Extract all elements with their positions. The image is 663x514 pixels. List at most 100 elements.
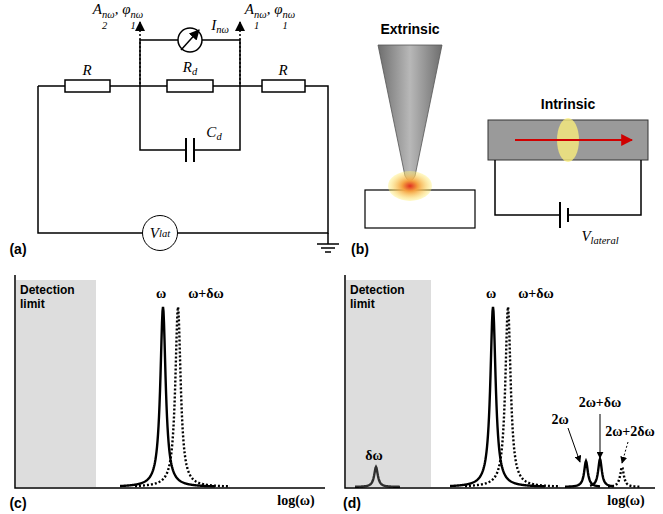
component-label: R xyxy=(82,62,91,78)
peak-label: ω+δω xyxy=(188,286,224,301)
mechanism-title: Intrinsic xyxy=(541,96,595,112)
mechanism-title: Extrinsic xyxy=(380,21,439,37)
panel-label: (d) xyxy=(343,495,361,511)
current-label: Inω xyxy=(211,18,229,36)
component-label: R xyxy=(278,62,287,78)
panel-label: (b) xyxy=(351,242,369,256)
probe-tip xyxy=(378,45,442,181)
signal-label: A xyxy=(245,1,254,17)
axis xyxy=(15,275,325,488)
signal-label: , φ xyxy=(115,1,131,17)
detection-band: Detection limit xyxy=(346,280,431,487)
circuit xyxy=(38,22,339,252)
component-label: R xyxy=(278,63,287,78)
wire xyxy=(495,160,641,215)
subscript: 2 xyxy=(102,20,115,31)
source-circle: Vlat xyxy=(142,215,178,251)
panel-label: (a) xyxy=(9,241,26,257)
axis-label: log(ω) xyxy=(277,493,314,508)
wire xyxy=(38,40,328,233)
superscript: nω xyxy=(130,9,143,20)
ammeter-arrow xyxy=(181,30,199,50)
subscript: lateral xyxy=(591,235,619,246)
peak-label: ω+δω xyxy=(518,286,554,301)
superscript: nω xyxy=(102,9,115,20)
detection-band: Detection limit xyxy=(16,280,96,487)
spectral-peak xyxy=(135,307,230,486)
leader-line xyxy=(622,442,628,463)
superscript: nω xyxy=(282,9,295,20)
axis xyxy=(345,275,655,488)
panel-label: (a) xyxy=(9,242,26,256)
mechanism-title: Extrinsic xyxy=(380,22,439,36)
source-label: V xyxy=(150,225,159,242)
current-arrow xyxy=(515,139,632,141)
spectral-peak xyxy=(120,307,215,486)
spectral-peak xyxy=(608,467,640,487)
subscript: 1 xyxy=(282,20,295,31)
signal-label: Anω1, φnω1 xyxy=(245,2,295,31)
voltage-label: Vlateral xyxy=(581,229,618,247)
peak-label: δω xyxy=(365,449,383,463)
peak-label: 2ω xyxy=(551,412,568,427)
subscript: d xyxy=(192,66,197,77)
source-label: lat xyxy=(159,228,170,239)
subscript: 1 xyxy=(130,20,143,31)
leader-line xyxy=(568,428,580,462)
battery-symbol xyxy=(560,202,568,228)
script-stack: nω1 xyxy=(130,9,143,31)
mechanism-title: Intrinsic xyxy=(541,97,595,111)
peak-label: δω xyxy=(365,448,383,463)
superscript: nω xyxy=(254,9,267,20)
peak-label: 2ω xyxy=(551,413,568,427)
component-label: Rd xyxy=(183,60,197,78)
signal-label: Anω2, φnω1 xyxy=(93,2,143,31)
capacitor-symbol xyxy=(186,138,194,162)
peak-label: 2ω+δω xyxy=(579,395,622,410)
script-stack: nω1 xyxy=(282,9,295,31)
peak-label: ω xyxy=(156,286,166,301)
band-label: Detection limit xyxy=(350,283,405,311)
component-label: Cd xyxy=(206,125,221,143)
hot-spot xyxy=(388,171,432,201)
spectral-peak xyxy=(465,307,560,486)
panel-label: (c) xyxy=(9,495,26,511)
peak-label: 2ω+δω xyxy=(579,396,622,410)
axes xyxy=(15,275,655,488)
component-label: C xyxy=(206,124,216,140)
ammeter-symbol xyxy=(178,28,202,52)
axis-label: log(ω) xyxy=(277,494,314,508)
ground-symbol xyxy=(317,233,339,252)
peak-label: ω xyxy=(486,287,496,301)
current-label: I xyxy=(211,17,216,33)
panel-label: (b) xyxy=(351,241,369,257)
spectral-peak xyxy=(590,459,614,486)
component-label: R xyxy=(82,63,91,78)
panel-label: (c) xyxy=(9,496,26,510)
resistor-symbol xyxy=(65,80,110,92)
peak-label: 2ω+2δω xyxy=(605,424,655,439)
axis-label: log(ω) xyxy=(607,494,644,508)
axis-label: log(ω) xyxy=(607,493,644,508)
signal-label: A xyxy=(93,1,102,17)
voltage-label: V xyxy=(581,228,590,244)
band-label: Detection limit xyxy=(20,283,75,311)
leader-line xyxy=(600,414,601,458)
signal-label: , φ xyxy=(267,1,283,17)
mechanism-sketch xyxy=(365,45,648,228)
subscript: d xyxy=(216,131,221,142)
resistor-symbol xyxy=(167,80,213,92)
peak-label: ω xyxy=(486,286,496,301)
peak-label: ω+δω xyxy=(518,287,554,301)
peak-label: ω+δω xyxy=(188,287,224,301)
script-stack: nω2 xyxy=(102,9,115,31)
signal-arrow xyxy=(139,22,141,84)
spectral-peak xyxy=(450,307,545,486)
script-stack: nω1 xyxy=(254,9,267,31)
signal-arrow xyxy=(239,22,241,84)
peak-label: ω xyxy=(156,287,166,301)
panel-label: (d) xyxy=(343,496,361,510)
component-label: R xyxy=(183,59,192,75)
